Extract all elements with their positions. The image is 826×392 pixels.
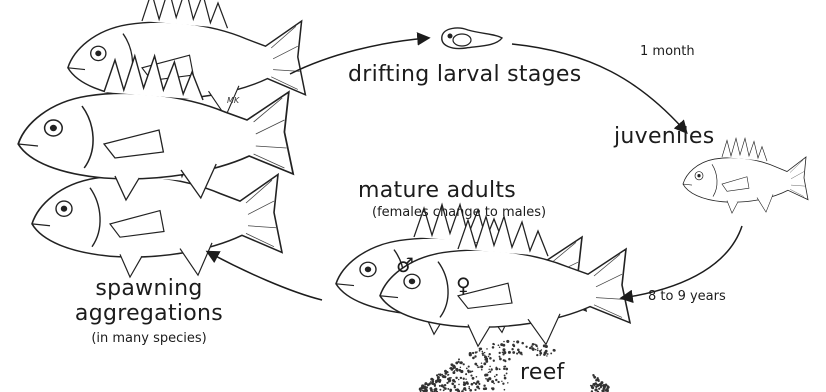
label-females-change: (females change to males) [372,205,546,220]
label-aggregations: aggregations [44,301,254,326]
label-in-many-species: (in many species) [64,331,234,346]
mature-adult-fish-group: ♂ ♀ [336,205,630,347]
label-juveniles: juveniles [614,124,714,149]
label-mature-adults: mature adults [358,178,516,203]
male-symbol: ♂ [396,253,414,277]
artist-signature: MK [227,96,240,105]
larva-illustration [442,28,502,49]
female-symbol: ♀ [456,273,471,297]
spawning-fish-group: MK [18,0,305,277]
label-spawning: spawning [64,276,234,301]
label-eight-to-nine-years: 8 to 9 years [648,289,726,304]
arrow-to-adults [622,226,742,298]
label-one-month: 1 month [640,44,695,59]
juvenile-fish [683,138,808,213]
label-reef: reef [520,360,565,385]
label-drifting-larval-stages: drifting larval stages [348,62,582,87]
reef-stipple [419,340,610,392]
